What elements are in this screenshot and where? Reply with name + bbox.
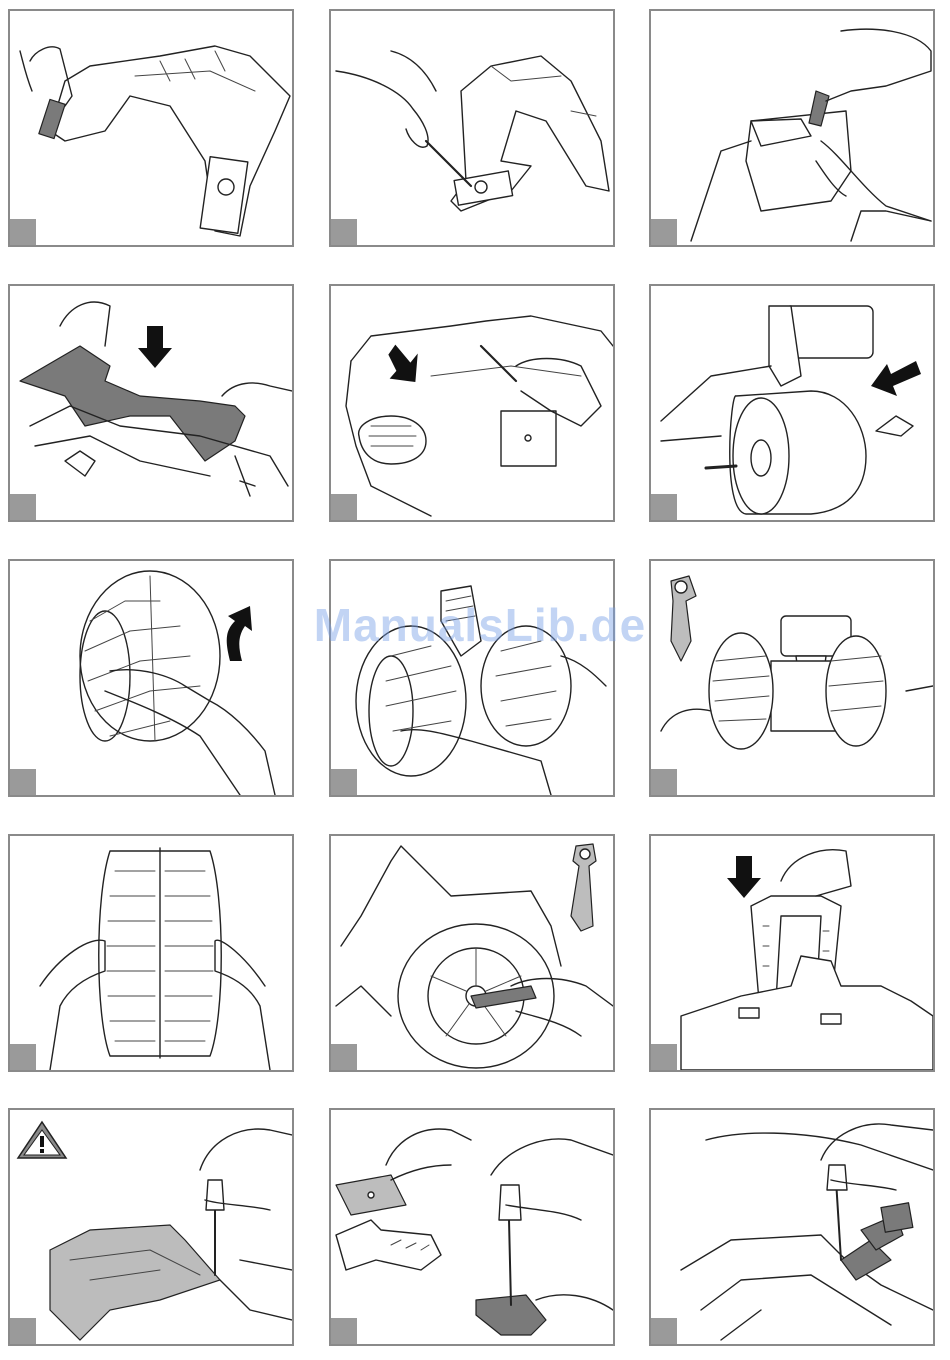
- screwdriver-body-illustration: [331, 286, 613, 520]
- step-number-tab: [331, 1044, 357, 1070]
- step-number-tab: [331, 1318, 357, 1344]
- step-panel-12: [649, 834, 935, 1072]
- step-panel-9: [649, 559, 935, 797]
- step-number-tab: [651, 769, 677, 795]
- hold-tire-illustration: [10, 836, 292, 1070]
- step-panel-4: [8, 284, 294, 522]
- step-number-tab: [331, 769, 357, 795]
- wheels-on-axle-wrench-illustration: [651, 561, 933, 795]
- step-panel-3: [649, 9, 935, 247]
- unscrew-cover-illustration: [331, 11, 613, 245]
- warning-screw-seat-illustration: [10, 1110, 292, 1344]
- warning-icon: [18, 1122, 66, 1158]
- screw-back-part-illustration: [651, 1110, 933, 1344]
- screw-parts-illustration: [331, 1110, 613, 1344]
- step-number-tab: [331, 494, 357, 520]
- step-panel-10: [8, 834, 294, 1072]
- step-number-tab: [10, 1044, 36, 1070]
- rotate-wheel-illustration: [10, 561, 292, 795]
- insert-axle-battery-illustration: [651, 286, 933, 520]
- step-number-tab: [651, 1318, 677, 1344]
- step-number-tab: [331, 219, 357, 245]
- step-panel-2: [329, 9, 615, 247]
- step-number-tab: [10, 494, 36, 520]
- step-panel-6: [649, 284, 935, 522]
- fit-wheel-illustration: [331, 561, 613, 795]
- remove-seat-panel-illustration: [10, 11, 292, 245]
- step-panel-13: [8, 1108, 294, 1346]
- step-panel-11: [329, 834, 615, 1072]
- tighten-wheel-nut-illustration: [331, 836, 613, 1070]
- step-number-tab: [10, 219, 36, 245]
- step-panel-1: [8, 9, 294, 247]
- step-number-tab: [10, 1318, 36, 1344]
- step-panel-15: [649, 1108, 935, 1346]
- step-number-tab: [651, 1044, 677, 1070]
- step-panel-5: [329, 284, 615, 522]
- step-number-tab: [651, 494, 677, 520]
- step-panel-8: [329, 559, 615, 797]
- insert-handle-down-illustration: [651, 836, 933, 1070]
- step-number-tab: [651, 219, 677, 245]
- step-panel-14: [329, 1108, 615, 1346]
- lift-cover-illustration: [651, 11, 933, 245]
- insert-frame-down-illustration: [10, 286, 292, 520]
- step-panel-7: [8, 559, 294, 797]
- step-number-tab: [10, 769, 36, 795]
